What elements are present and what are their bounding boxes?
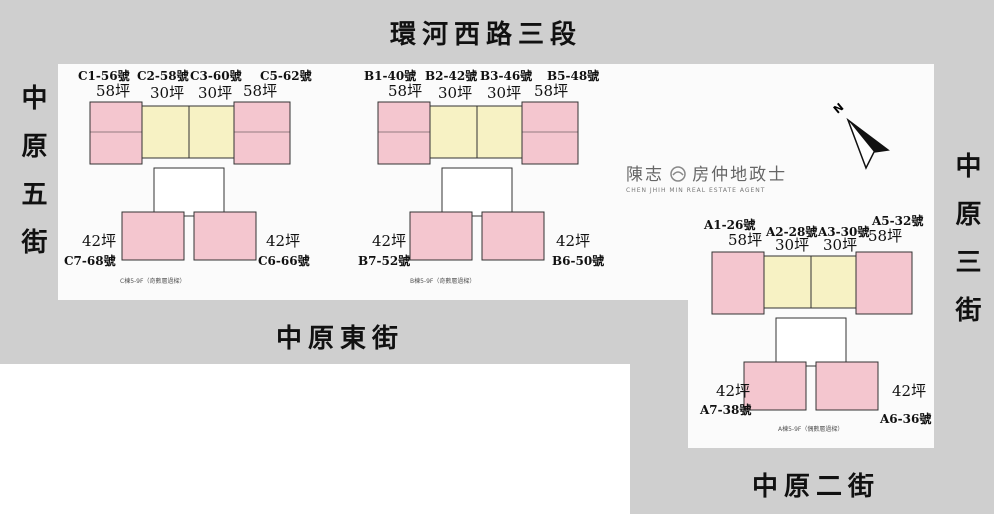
c-core-top xyxy=(141,105,239,159)
agent-logo-icon xyxy=(670,166,686,182)
c6-size: 42坪 xyxy=(266,232,301,250)
a7-label: A7-38號 xyxy=(700,403,752,417)
street-right: 中原三街 xyxy=(951,152,981,344)
c1-size: 58坪 xyxy=(96,82,131,100)
c2-label: C2-58號 xyxy=(137,69,189,83)
a6-size: 42坪 xyxy=(892,382,927,400)
b1-size: 58坪 xyxy=(388,82,423,100)
a1-size: 58坪 xyxy=(728,231,763,249)
agent-logo: 陳志 房仲地政士 CHEN JHIH MIN REAL ESTATE AGENT xyxy=(626,160,787,194)
c6-label: C6-66號 xyxy=(258,254,310,268)
lower-white-area xyxy=(0,364,630,514)
c3-label: C3-60號 xyxy=(190,69,242,83)
north-arrow-icon xyxy=(846,117,890,170)
a7-size: 42坪 xyxy=(716,382,751,400)
a2-label: A2-28號 xyxy=(766,225,818,239)
b2-label: B2-42號 xyxy=(425,69,478,83)
floor-plan-a xyxy=(711,251,913,411)
a5-size: 58坪 xyxy=(868,227,903,245)
c5-size: 58坪 xyxy=(243,82,278,100)
b5-size: 58坪 xyxy=(534,82,569,100)
c-unit-c7 xyxy=(121,211,185,261)
b3-size: 30坪 xyxy=(487,84,522,102)
b5-label: B5-48號 xyxy=(547,69,600,83)
c7-size: 42坪 xyxy=(82,232,117,250)
c-unit-c5 xyxy=(233,101,291,165)
c7-label: C7-68號 xyxy=(64,254,116,268)
agent-name-suffix: 房仲地政士 xyxy=(692,165,788,185)
a5-label: A5-32號 xyxy=(872,214,924,228)
b3-label: B3-46號 xyxy=(480,69,533,83)
c-unit-c6 xyxy=(193,211,257,261)
a3-size: 30坪 xyxy=(823,236,858,254)
a2-size: 30坪 xyxy=(775,236,810,254)
c3-size: 30坪 xyxy=(198,84,233,102)
b6-label: B6-50號 xyxy=(552,254,605,268)
c2-size: 30坪 xyxy=(150,84,185,102)
c-caption: C棟5-9F（奇數層過樑） xyxy=(120,278,186,285)
street-middle: 中原東街 xyxy=(276,324,405,354)
b6-size: 42坪 xyxy=(556,232,591,250)
b2-size: 30坪 xyxy=(438,84,473,102)
street-bottom: 中原二街 xyxy=(752,472,881,502)
c5-label: C5-62號 xyxy=(260,69,312,83)
c-unit-c1 xyxy=(89,101,143,165)
a1-label: A1-26號 xyxy=(704,218,756,232)
agent-name: 陳志 xyxy=(626,165,664,185)
grey-gap xyxy=(630,300,688,364)
a-caption: A棟5-9F（偶數層過樑） xyxy=(778,426,844,433)
street-top: 環河西路三段 xyxy=(390,20,583,50)
c-stair xyxy=(153,167,225,217)
b-caption: B棟5-9F（奇數層過樑） xyxy=(410,278,476,285)
street-left: 中原五街 xyxy=(17,84,47,276)
c1-label: C1-56號 xyxy=(78,69,130,83)
a6-label: A6-36號 xyxy=(880,412,932,426)
a3-label: A3-30號 xyxy=(818,225,870,239)
b1-label: B1-40號 xyxy=(364,69,417,83)
b7-label: B7-52號 xyxy=(358,254,411,268)
floor-plan-b xyxy=(377,101,579,261)
floor-plan-c xyxy=(89,101,291,261)
b7-size: 42坪 xyxy=(372,232,407,250)
agent-subtitle: CHEN JHIH MIN REAL ESTATE AGENT xyxy=(626,187,766,194)
